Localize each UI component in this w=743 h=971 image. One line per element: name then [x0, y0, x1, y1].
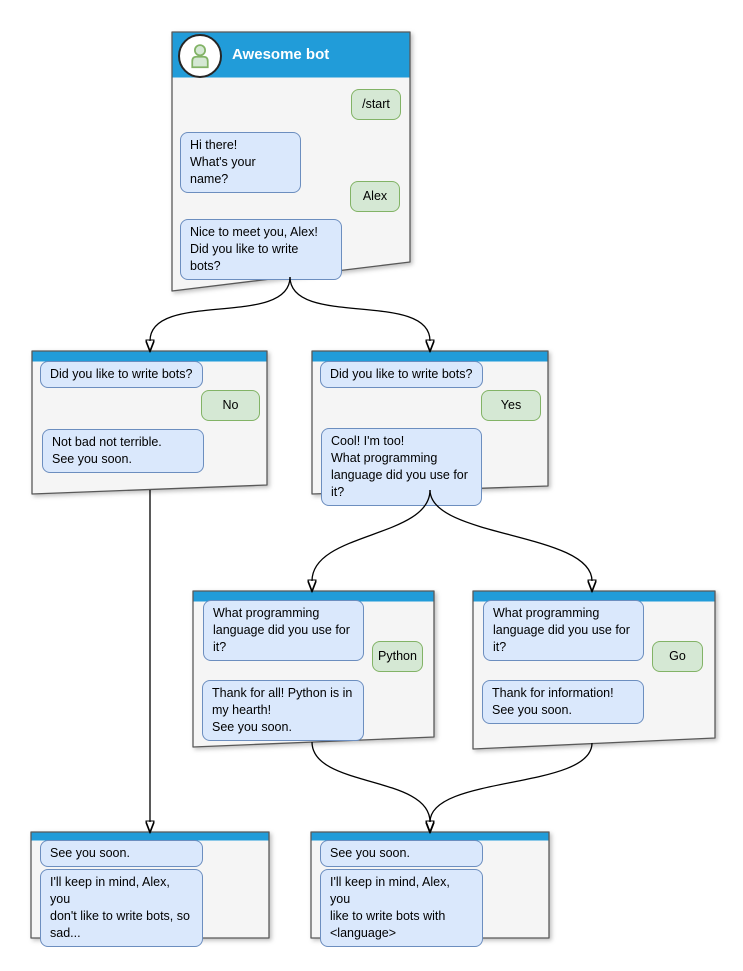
chat-window-end-yes: See you soon. I'll keep in mind, Alex, y… [310, 831, 550, 947]
bot-message-bubble: What programming language did you use fo… [483, 600, 644, 661]
bot-message-bubble: Hi there! What's your name? [180, 132, 301, 193]
bot-avatar-icon [178, 34, 222, 78]
user-message-bubble: Go [652, 641, 703, 672]
window-title: Awesome bot [232, 45, 330, 63]
chat-window-branch-no: Did you like to write bots? No Not bad n… [31, 350, 268, 495]
chat-window-end-no: See you soon. I'll keep in mind, Alex, y… [30, 831, 270, 947]
bot-message-bubble: Thank for information! See you soon. [482, 680, 644, 724]
user-message-bubble: No [201, 390, 260, 421]
bot-message-bubble: I'll keep in mind, Alex, you don't like … [40, 869, 203, 947]
user-message-bubble: Alex [350, 181, 400, 212]
window-titlebar: Awesome bot [171, 31, 411, 78]
chat-window-lang-go: What programming language did you use fo… [472, 590, 716, 750]
bot-message-bubble: Thank for all! Python is in my hearth! S… [202, 680, 364, 741]
bot-message-bubble: See you soon. [40, 840, 203, 867]
edge-lang-python-to-end-yes [311, 741, 430, 822]
bot-message-bubble: Did you like to write bots? [40, 361, 203, 388]
chat-window-lang-python: What programming language did you use fo… [192, 590, 435, 748]
edge-lang-go-to-end-yes [430, 742, 593, 822]
bot-message-bubble: Cool! I'm too! What programming language… [321, 428, 482, 506]
user-message-bubble: /start [351, 89, 401, 120]
bot-message-bubble: Nice to meet you, Alex! Did you like to … [180, 219, 342, 280]
user-message-bubble: Yes [481, 390, 541, 421]
bot-message-bubble: I'll keep in mind, Alex, you like to wri… [320, 869, 483, 947]
bot-message-bubble: Not bad not terrible. See you soon. [42, 429, 204, 473]
bot-message-bubble: What programming language did you use fo… [203, 600, 364, 661]
bot-message-bubble: See you soon. [320, 840, 483, 867]
chat-window-branch-yes: Did you like to write bots? Yes Cool! I'… [311, 350, 549, 506]
bot-message-bubble: Did you like to write bots? [320, 361, 483, 388]
chat-window-main: Awesome bot /start Hi there! What's your… [171, 31, 411, 292]
user-message-bubble: Python [372, 641, 423, 672]
